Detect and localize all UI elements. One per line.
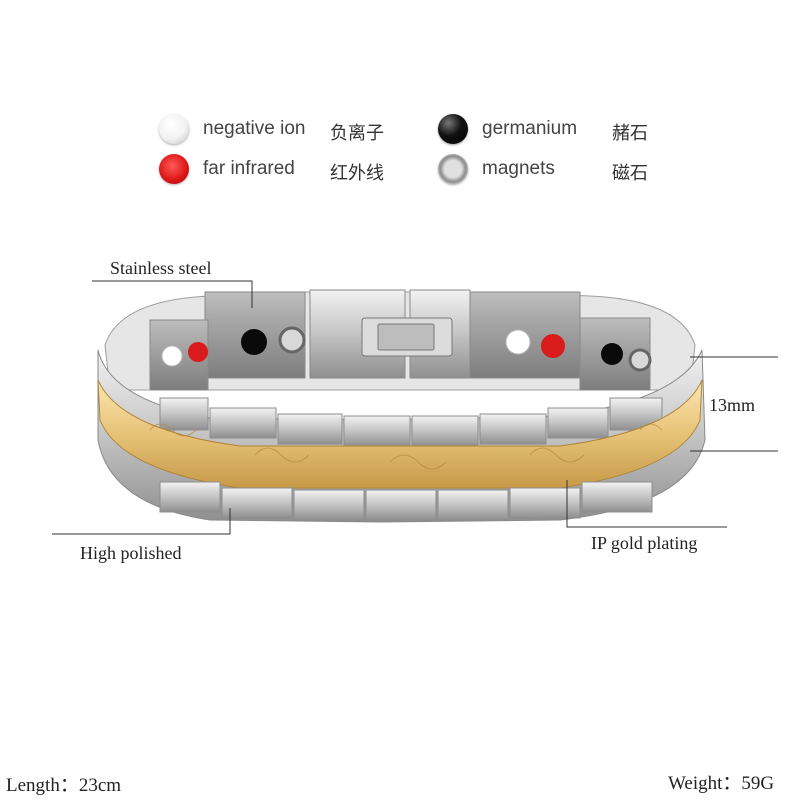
legend-label-cn: 负离子: [330, 123, 384, 143]
label-stainless-steel: Stainless steel: [110, 258, 212, 278]
legend-far-infrared: far infrared: [159, 154, 295, 184]
legend-label-en: negative ion: [203, 118, 306, 139]
white-ball-icon: [159, 114, 189, 144]
spec-weight: Weight：59G: [668, 773, 775, 794]
legend-label-en: germanium: [482, 118, 578, 139]
silver-ring-icon: [438, 154, 468, 184]
legend-magnets: magnets: [438, 154, 555, 184]
legend-label-cn: 红外线: [330, 163, 384, 183]
black-ball-icon: [438, 114, 468, 144]
legend-label-cn: 赭石: [612, 123, 648, 143]
red-ball-icon: [159, 154, 189, 184]
legend-label-en: magnets: [482, 158, 555, 179]
callout-lines: [52, 280, 778, 535]
label-width: 13mm: [709, 395, 756, 415]
label-high-polished: High polished: [80, 543, 182, 563]
label-gold-plating: IP gold plating: [591, 533, 698, 553]
spec-length: Length：23cm: [6, 775, 122, 796]
bracelet-back-band: [104, 289, 696, 391]
legend-label-en: far infrared: [203, 158, 295, 179]
legend-germanium: germanium: [438, 114, 577, 144]
legend-label-cn: 磁石: [612, 163, 648, 183]
bracelet-front-band: [97, 349, 706, 523]
legend-negative-ion: negative ion: [159, 114, 305, 144]
